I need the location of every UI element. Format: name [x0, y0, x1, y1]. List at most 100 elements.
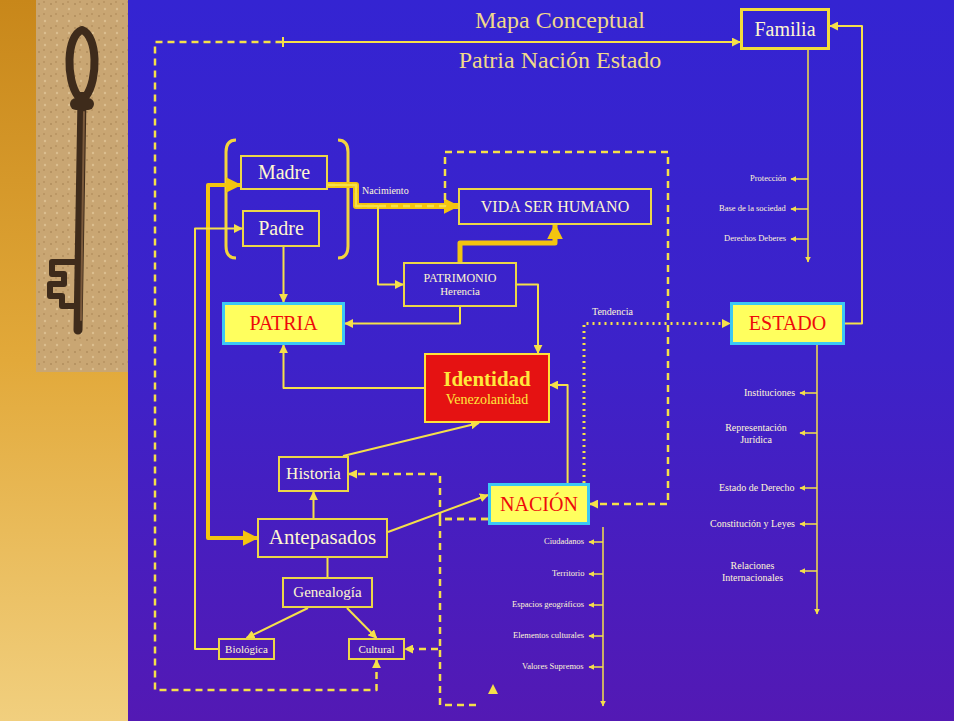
node-text: ESTADO — [749, 312, 826, 334]
connector-line — [830, 26, 862, 324]
connector-line — [349, 474, 488, 519]
connector-line — [283, 41, 740, 43]
connector — [283, 247, 284, 302]
nacion-box: NACIÓN — [488, 483, 590, 525]
list-item-label: Instituciones — [744, 387, 795, 399]
node-text: PATRIMONIO — [424, 272, 497, 285]
node-subtext: Herencia — [440, 285, 480, 297]
genealogy-box: Genealogía — [282, 577, 373, 608]
heritage-box: PATRIMONIOHerencia — [403, 262, 517, 307]
connector — [155, 37, 740, 690]
side-band — [0, 0, 128, 721]
node-subtext: Venezolanidad — [446, 392, 528, 408]
connector-line — [405, 519, 488, 649]
ancestors-box: Antepasados — [257, 518, 388, 558]
connector — [343, 423, 479, 456]
mother-box: Madre — [240, 155, 328, 190]
connector-line — [388, 495, 488, 532]
life-box: VIDA SER HUMANO — [458, 188, 652, 225]
connector-label: Nacimiento — [362, 185, 409, 197]
connector — [347, 608, 377, 638]
parent-bracket — [226, 140, 348, 258]
connector — [247, 608, 309, 638]
list-item-label: Constitución y Leyes — [710, 518, 795, 530]
connector — [328, 152, 668, 504]
connector — [460, 225, 555, 262]
node-text: Genealogía — [293, 584, 361, 601]
connector — [550, 385, 568, 483]
list-item-label: Protección — [750, 174, 786, 184]
connector-line — [328, 185, 403, 285]
node-text: PATRIA — [249, 312, 317, 334]
connector-line — [343, 423, 479, 456]
connector — [327, 558, 328, 577]
biological-box: Biológica — [218, 638, 275, 660]
list-item-label: Representación Jurídica — [717, 422, 795, 445]
connector-line — [517, 285, 538, 354]
list-item-label: Elementos culturales — [513, 631, 584, 641]
connector-line — [550, 385, 568, 483]
triangle-mark — [488, 684, 498, 694]
connector — [345, 307, 460, 324]
list-item-label: Espacios geográficos — [512, 600, 584, 610]
patria-box: PATRIA — [222, 302, 345, 345]
connector — [284, 345, 425, 388]
identity-box: IdentidadVenezolanidad — [424, 353, 550, 423]
connector-line — [284, 345, 425, 388]
list-item-label: Relaciones Internacionales — [710, 560, 795, 583]
connector — [584, 324, 730, 484]
connector — [328, 185, 458, 206]
family-box: Familia — [740, 8, 830, 50]
key-picture — [50, 30, 95, 330]
connector — [349, 474, 488, 519]
father-box: Padre — [242, 210, 320, 247]
list-item-label: Ciudadanos — [544, 537, 584, 547]
cultural-box: Cultural — [348, 638, 405, 660]
history-box: Historia — [278, 456, 349, 492]
connector-line — [247, 608, 309, 638]
connector-line — [347, 608, 377, 638]
list-item-label: Estado de Derecho — [719, 482, 795, 494]
leader-lines — [589, 50, 817, 706]
connector-line — [283, 247, 285, 302]
connector — [517, 285, 538, 354]
connector-label: Tendencia — [592, 306, 633, 318]
list-item-label: Territorio — [552, 569, 584, 579]
connector-line — [345, 307, 460, 324]
estado-box: ESTADO — [730, 302, 845, 345]
node-text: VIDA SER HUMANO — [481, 198, 629, 216]
connector — [388, 495, 488, 532]
connector-line — [208, 185, 257, 538]
connector — [208, 185, 257, 538]
list-item-label: Valores Supremos — [522, 662, 584, 672]
connector-line — [460, 225, 555, 262]
node-text: Antepasados — [269, 526, 376, 550]
list-item-label: Derechos Deberes — [724, 234, 786, 244]
node-text: Historia — [286, 464, 341, 483]
connector-line — [155, 42, 377, 690]
connector-line — [327, 558, 329, 577]
sand-photo — [36, 0, 128, 372]
connector-line — [328, 152, 668, 504]
connector-line — [313, 492, 315, 518]
node-text: Identidad — [443, 368, 531, 392]
connector — [195, 229, 242, 650]
slide-title: Mapa Conceptual Patria Nación Estado — [448, 0, 672, 80]
connector-line — [584, 324, 730, 484]
node-text: Madre — [258, 161, 310, 183]
connector-tick — [282, 37, 284, 47]
connector — [328, 185, 403, 285]
connector — [405, 519, 488, 649]
connector-line — [195, 229, 242, 650]
connector — [830, 26, 862, 324]
connector — [313, 492, 314, 518]
node-text: Familia — [754, 18, 815, 40]
dashed-trunk — [440, 650, 478, 705]
node-text: Cultural — [358, 643, 394, 655]
node-text: Biológica — [225, 643, 268, 655]
list-item-label: Base de la sociedad — [719, 204, 786, 214]
connector-line — [328, 185, 458, 206]
node-text: NACIÓN — [500, 493, 578, 515]
node-text: Padre — [258, 217, 304, 239]
